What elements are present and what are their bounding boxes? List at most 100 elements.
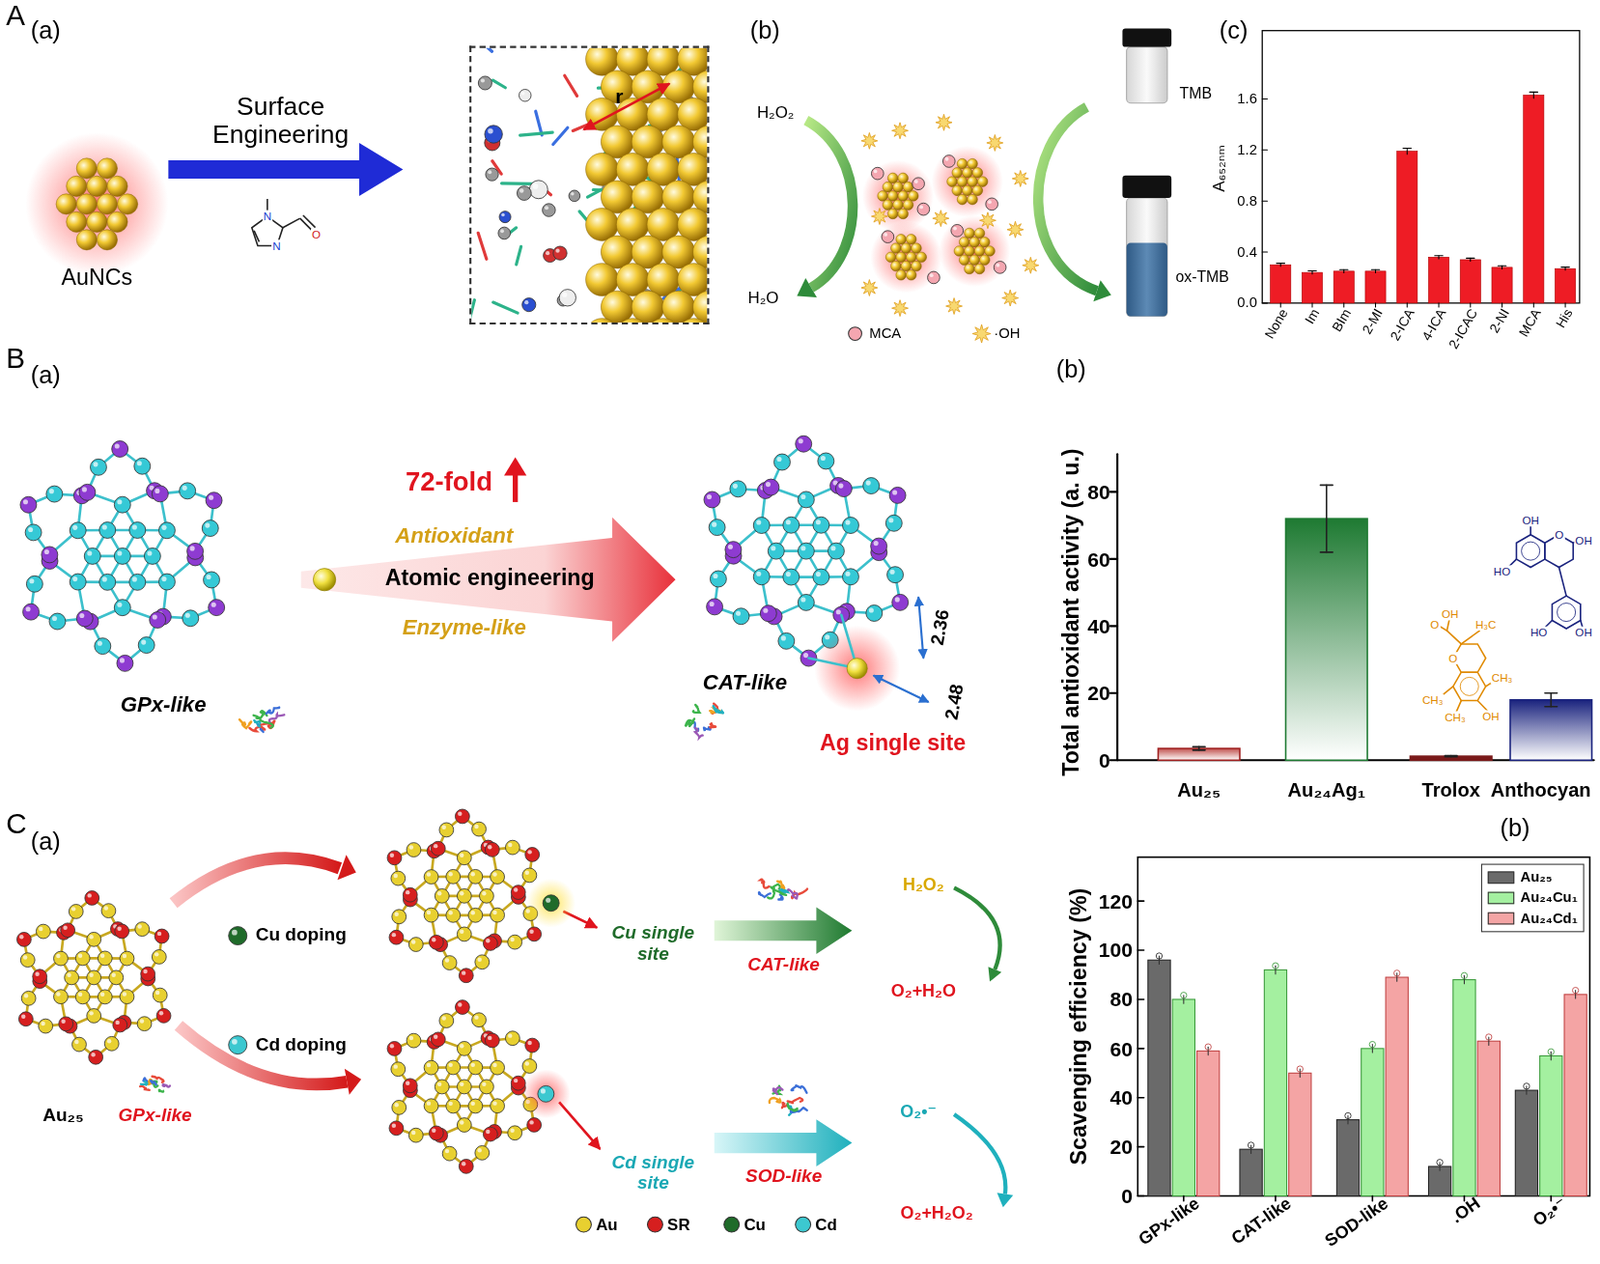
figure-part — [505, 840, 520, 855]
figure-part — [964, 263, 976, 275]
figure-part — [887, 566, 904, 584]
figure-label: H₃C — [1474, 617, 1498, 631]
figure-part — [1137, 899, 1144, 902]
figure-part — [138, 637, 155, 654]
figure-part — [16, 931, 31, 947]
figure-part — [492, 910, 497, 915]
figure-part — [785, 519, 791, 525]
radical-star — [986, 134, 1004, 151]
figure-part — [1444, 755, 1458, 758]
figure-part — [974, 246, 985, 257]
figure-part — [956, 158, 968, 169]
figure-part — [208, 599, 225, 617]
figure-part — [762, 478, 780, 496]
figure-label: 1.2 — [1236, 141, 1258, 158]
figure-part — [908, 191, 920, 202]
figure-part — [75, 951, 90, 966]
figure-part — [1110, 624, 1118, 627]
figure-part — [86, 893, 91, 898]
figure-label: 120 — [1098, 890, 1133, 913]
figure-part — [887, 191, 899, 202]
figure-part — [448, 871, 452, 876]
figure-part — [487, 128, 494, 135]
figure-part — [919, 205, 924, 210]
figure-part — [1444, 756, 1458, 758]
figure-part — [1296, 1066, 1303, 1072]
figure-part — [119, 989, 135, 1005]
figure-part — [1486, 1034, 1492, 1040]
figure-part — [56, 954, 60, 958]
figure-part — [974, 227, 985, 239]
figure-part — [979, 236, 990, 248]
figure-part — [542, 203, 557, 218]
figure-part — [107, 175, 128, 197]
figure-part — [58, 1016, 74, 1032]
figure-part — [662, 180, 696, 214]
figure-part — [38, 1018, 54, 1034]
figure-label: B — [5, 343, 26, 376]
figure-part — [484, 125, 503, 143]
bar — [1289, 1072, 1312, 1196]
figure-part — [391, 1062, 406, 1077]
figure-part — [1116, 453, 1119, 760]
protein-icon — [253, 720, 260, 727]
figure-part — [898, 172, 909, 184]
figure-label: 2-ICA — [1387, 306, 1418, 343]
figure-part — [525, 1038, 540, 1053]
reaction-arrow — [954, 887, 1001, 970]
bar — [1515, 1090, 1538, 1196]
radical-star — [979, 212, 996, 229]
chart-frame — [1262, 30, 1580, 304]
figure-part — [1571, 986, 1578, 993]
figure-label: CAT-like — [747, 954, 820, 976]
figure-part — [116, 550, 122, 556]
figure-label: O₂+H₂O₂ — [899, 1205, 973, 1225]
radical-star — [861, 132, 878, 149]
figure-part — [732, 608, 750, 625]
legend-swatch — [847, 326, 863, 341]
figure-part — [24, 993, 29, 998]
radical-star — [972, 324, 991, 343]
figure-part — [49, 613, 66, 630]
figure-part — [54, 951, 69, 966]
figure-part — [902, 199, 914, 211]
figure-label: OH — [1440, 608, 1460, 621]
figure-part — [905, 270, 917, 281]
bar — [1510, 700, 1593, 761]
figure-part — [475, 954, 490, 970]
dashed-frame: r — [469, 46, 709, 325]
figure-part — [1487, 1037, 1489, 1045]
figure-part — [490, 870, 506, 885]
figure-part — [72, 576, 78, 582]
figure-part — [90, 1052, 95, 1057]
figure-part — [842, 568, 860, 586]
figure-part — [525, 1061, 530, 1066]
figure-part — [972, 168, 983, 179]
figure-part — [1550, 1051, 1552, 1060]
figure-part — [1525, 1086, 1527, 1095]
protein-icon — [693, 704, 701, 713]
figure-part — [411, 1130, 416, 1135]
figure-part — [600, 290, 634, 323]
figure-part — [898, 191, 909, 202]
figure-part — [521, 1068, 571, 1119]
figure-part — [662, 125, 696, 159]
protein-icon — [695, 728, 703, 738]
figure-part — [586, 263, 619, 297]
figure-label: O — [1429, 617, 1440, 631]
figure-part — [137, 1016, 152, 1032]
protein-icon — [159, 1090, 164, 1093]
figure-part — [405, 890, 410, 895]
figure-part — [844, 571, 850, 577]
protein-icon — [140, 1081, 148, 1085]
figure-part — [993, 261, 1007, 275]
figure-part — [490, 1098, 506, 1114]
figure-part — [882, 199, 894, 211]
figure-part — [481, 891, 486, 896]
figure-part — [537, 1085, 555, 1102]
figure-part — [956, 176, 968, 188]
figure-part — [1561, 266, 1570, 268]
figure-label: O₂•⁻ — [1530, 1194, 1572, 1232]
figure-label: O₂•⁻ — [899, 1102, 937, 1123]
molecule-structure — [252, 198, 316, 247]
